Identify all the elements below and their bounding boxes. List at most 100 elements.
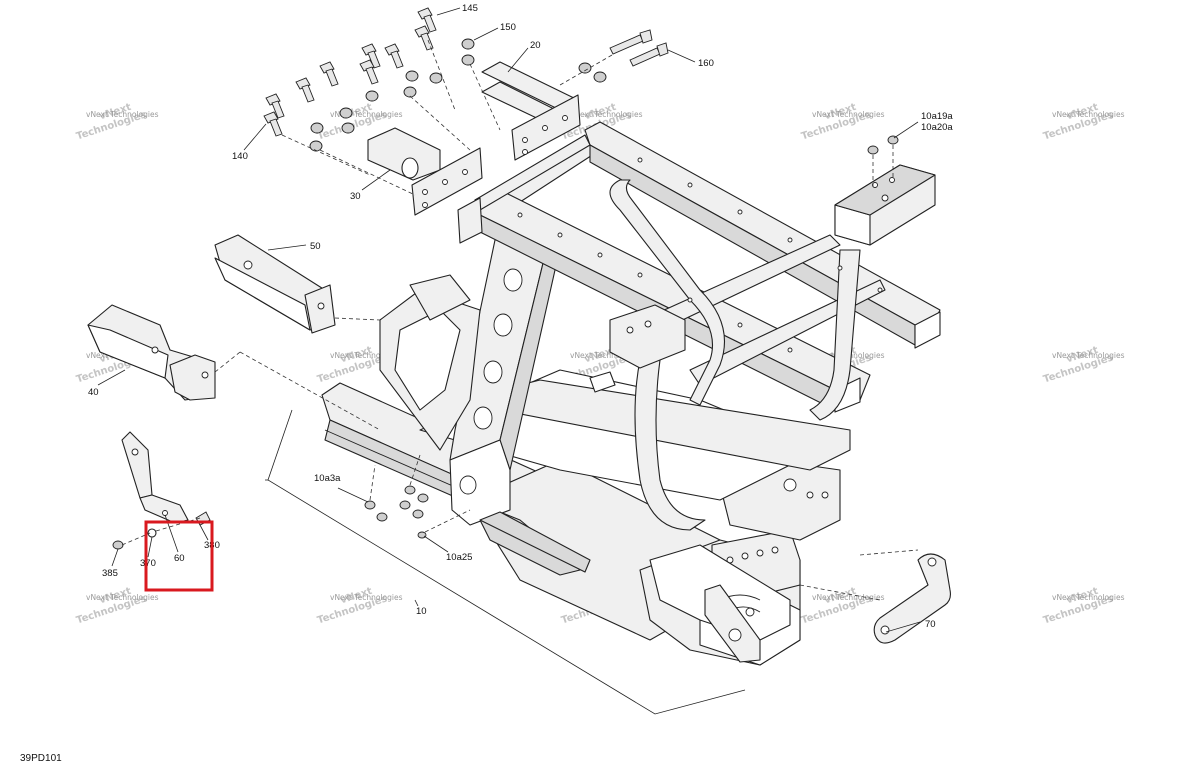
- part-50-bracket: [214, 234, 336, 334]
- watermark-small: vNext Technologies: [330, 351, 403, 360]
- bolt-icon: [384, 43, 404, 69]
- callout-145: 145: [462, 3, 478, 14]
- pivot-30-plate-back: [457, 197, 483, 244]
- bolt-icon: [319, 61, 339, 87]
- callout-10a20a: 10a20a: [921, 122, 953, 133]
- bracket-40-face: [87, 324, 169, 379]
- bracket-hole: [317, 302, 325, 310]
- frame-hole: [687, 182, 693, 188]
- nut-icon: [412, 509, 424, 519]
- bracket-40-end: [169, 354, 216, 401]
- bracket-hole: [562, 115, 568, 121]
- frame-rear-upright: [609, 179, 726, 406]
- frame-hole: [821, 491, 829, 499]
- bolt-icon: [359, 59, 379, 85]
- callout-50: 50: [310, 241, 321, 252]
- callout-60: 60: [174, 553, 185, 564]
- part-40-bracket: [87, 304, 216, 401]
- nut-icon: [417, 531, 427, 539]
- nut-icon: [405, 70, 419, 82]
- bracket-hole: [162, 510, 168, 516]
- frame-upper-cross: [689, 279, 886, 386]
- nut-icon: [461, 54, 475, 66]
- frame-hole: [637, 157, 643, 163]
- nut-icon: [429, 72, 443, 84]
- callout-150: 150: [500, 22, 516, 33]
- main-frame: [321, 121, 941, 666]
- frame-rear-knuckle: [704, 584, 761, 663]
- nut-icon: [364, 500, 376, 510]
- callout-10: 10: [416, 606, 427, 617]
- bolt-icon: [417, 7, 437, 33]
- bracket-hole: [131, 448, 139, 456]
- bolt-icon: [295, 77, 315, 103]
- frame-hole: [783, 478, 797, 492]
- nut-icon: [461, 38, 475, 50]
- bracket-hole: [522, 149, 528, 155]
- link-hole: [880, 625, 890, 635]
- frame-hole: [687, 297, 693, 303]
- watermark: vNext Technologies: [1042, 345, 1115, 386]
- post-hole: [493, 313, 513, 337]
- watermark: vNext Technologies: [800, 102, 873, 143]
- watermark-small: vNext Technologies: [86, 593, 159, 602]
- callout-370: 370: [140, 558, 156, 569]
- watermark: vNext Technologies: [316, 345, 389, 386]
- pivot-hole: [422, 189, 428, 195]
- frame-hole: [771, 546, 779, 554]
- nut-icon: [376, 512, 388, 522]
- watermark-small: vNext Technologies: [86, 110, 159, 119]
- assembly-lines: [121, 39, 919, 601]
- post-hole: [483, 360, 503, 384]
- post-hole: [459, 475, 477, 495]
- diagram-id: 39PD101: [20, 753, 62, 764]
- post-hole: [503, 268, 523, 292]
- frame-hole: [728, 628, 742, 642]
- watermark-small: vNext Technologies: [812, 593, 885, 602]
- callout-385: 385: [102, 568, 118, 579]
- callout-20: 20: [530, 40, 541, 51]
- frame-hole: [787, 237, 793, 243]
- link-70-plate: [873, 553, 951, 644]
- watermark: vNext Technologies: [75, 586, 148, 627]
- part-70-link: [873, 553, 951, 644]
- post-hole: [473, 406, 493, 430]
- frame-hole: [644, 320, 652, 328]
- bolt-icon: [629, 42, 669, 67]
- callout-10a25: 10a25: [446, 552, 472, 563]
- callout-70: 70: [925, 619, 936, 630]
- callout-10a3a: 10a3a: [314, 473, 341, 484]
- nut-icon: [578, 62, 592, 74]
- nut-icon: [404, 485, 416, 495]
- watermark-small: vNext Technologies: [330, 593, 403, 602]
- watermark: vNext Technologies: [316, 586, 389, 627]
- nut-icon: [365, 90, 379, 102]
- nut-icon: [867, 145, 879, 155]
- bracket-hole: [151, 346, 159, 354]
- nut-icon: [112, 540, 124, 550]
- frame-hole: [881, 194, 889, 202]
- watermark-small: vNext Technologies: [570, 110, 643, 119]
- link-hole: [927, 557, 937, 567]
- frame-hole: [626, 326, 634, 334]
- bolt-icon: [263, 111, 283, 137]
- frame-hole: [877, 287, 883, 293]
- frame-hole: [741, 552, 749, 560]
- bracket-60-foot: [139, 494, 189, 524]
- frame-front-post-base: [449, 439, 511, 526]
- bracket-60-plate: [121, 431, 153, 499]
- nut-icon: [403, 86, 417, 98]
- watermark: vNext Technologies: [800, 586, 873, 627]
- frame-hole: [637, 272, 643, 278]
- callout-30: 30: [350, 191, 361, 202]
- nut-icon: [417, 493, 429, 503]
- nut-icon: [339, 107, 353, 119]
- bracket-50-face: [214, 257, 311, 331]
- callout-40: 40: [88, 387, 99, 398]
- watermark-small: vNext Technologies: [1052, 110, 1125, 119]
- frame-hole: [889, 177, 895, 183]
- watermark: vNext Technologies: [1042, 102, 1115, 143]
- frame-hole: [517, 212, 523, 218]
- frame-hole: [756, 549, 764, 557]
